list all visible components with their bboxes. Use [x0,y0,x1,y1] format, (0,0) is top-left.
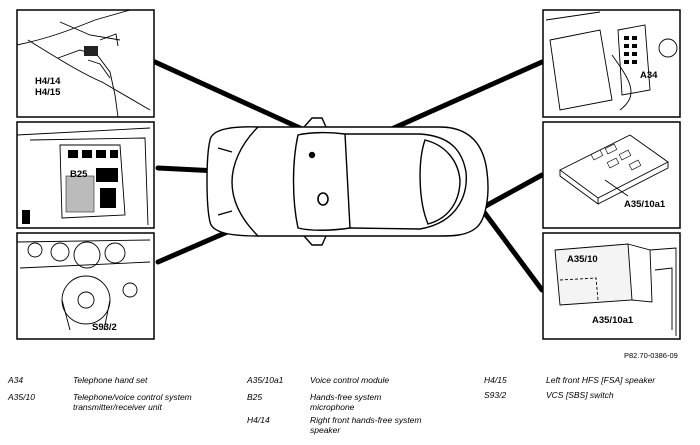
component-location-diagram: H4/14 H4/15 B25 S93/2 [16,9,681,340]
inset-transceiver: A35/10 A35/10a1 [542,232,681,340]
callout-a35-10a1-module: A35/10a1 [624,199,666,210]
legend-code-a34: A34 [8,375,24,385]
legend-text-h4-15: Left front HFS [FSA] speaker [546,375,656,385]
legend-code-a35-10: A35/10 [8,392,35,402]
callout-a35-10: A35/10 [567,254,598,265]
car-top-view [206,117,489,246]
callout-a35-10a1-unit: A35/10a1 [592,315,634,326]
legend-code-b25: B25 [247,392,263,402]
legend-text-a35-10: Telephone/voice control system transmitt… [73,392,192,412]
legend-text-a35-10a1: Voice control module [310,375,390,385]
callout-b25: B25 [70,169,88,180]
callout-s93-2: S93/2 [92,322,117,333]
legend-code-a35-10a1: A35/10a1 [247,375,284,385]
inset-speaker: H4/14 H4/15 [16,9,155,118]
inset-handset: A34 [542,9,681,118]
legend-text-h4-14: Right front hands-free system speaker [310,415,422,435]
legend-text-b25: Hands-free system microphone [310,392,382,412]
callout-h4-15: H4/15 [35,87,61,98]
legend-code-h4-15: H4/15 [484,375,507,385]
callout-a34: A34 [640,70,658,81]
legend-code-h4-14: H4/14 [247,415,270,425]
legend-text-a34: Telephone hand set [73,375,148,385]
drawing-reference-number: P82.70-0386-09 [624,351,678,360]
inset-voice-module: A35/10a1 [542,121,681,229]
inset-microphone: B25 [16,121,155,229]
legend-text-s93-2: VCS [SBS] switch [546,390,614,400]
legend-code-s93-2: S93/2 [484,390,507,400]
inset-switch: S93/2 [16,232,155,340]
callout-h4-14: H4/14 [35,76,61,87]
